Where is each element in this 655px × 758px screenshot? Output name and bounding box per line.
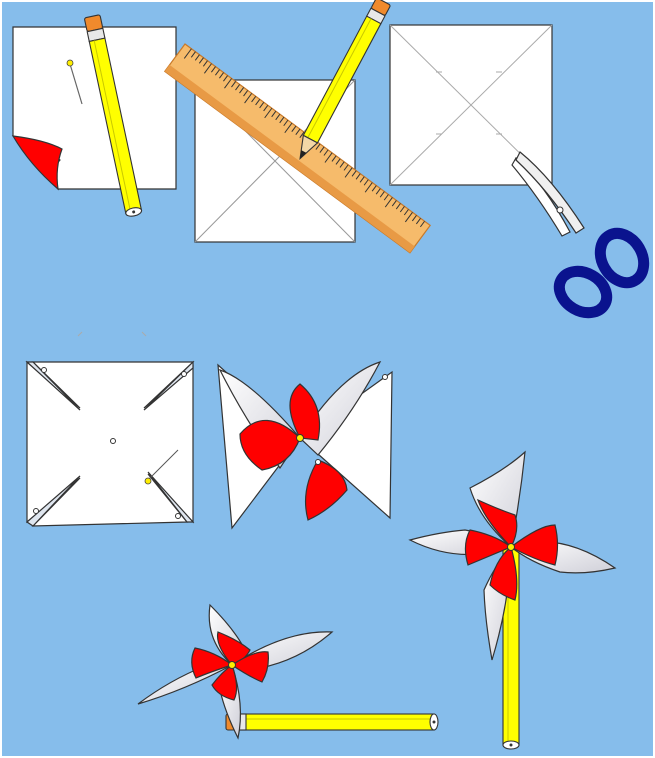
step-4-cut-square [27, 362, 193, 526]
pin-head [67, 60, 73, 66]
pin-head [297, 435, 304, 442]
pin-head [229, 662, 236, 669]
pin-head [145, 478, 151, 484]
pencil-stick [226, 714, 438, 730]
pin-head [508, 544, 515, 551]
